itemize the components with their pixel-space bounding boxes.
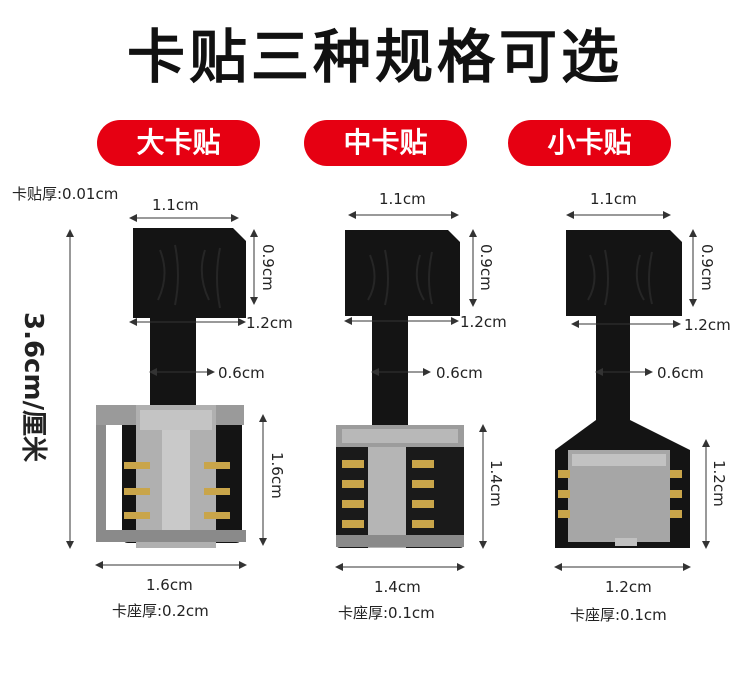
small-shoulder-width: 1.2cm [684,316,731,334]
large-card-adapter [96,228,246,548]
large-base-width: 1.6cm [146,576,193,594]
variant-label-medium: 中卡贴 [304,120,467,166]
sticker-thickness-label: 卡贴厚:0.01cm [12,185,119,203]
small-neck-width: 0.6cm [657,364,704,382]
small-top-width: 1.1cm [590,190,637,208]
large-holder-thickness: 卡座厚:0.2cm [112,602,209,620]
small-base-height: 1.2cm [710,460,728,507]
medium-top-height: 0.9cm [477,244,495,291]
medium-base-height: 1.4cm [487,460,505,507]
medium-base-width: 1.4cm [374,578,421,596]
small-top-height: 0.9cm [698,244,716,291]
medium-card-adapter [336,230,464,548]
large-top-height: 0.9cm [259,244,277,291]
variant-label-small: 小卡贴 [508,120,671,166]
large-neck-width: 0.6cm [218,364,265,382]
small-card-adapter [555,230,690,548]
small-base-width: 1.2cm [605,578,652,596]
large-base-height: 1.6cm [268,452,286,499]
large-shoulder-width: 1.2cm [246,314,293,332]
total-length-label: 3.6cm/厘米 [18,312,48,463]
page-title: 卡贴三种规格可选 [126,23,623,91]
medium-holder-thickness: 卡座厚:0.1cm [338,604,435,622]
variant-label-large: 大卡贴 [97,120,260,166]
medium-top-width: 1.1cm [379,190,426,208]
medium-shoulder-width: 1.2cm [460,313,507,331]
large-top-width: 1.1cm [152,196,199,214]
small-holder-thickness: 卡座厚:0.1cm [570,606,667,624]
medium-neck-width: 0.6cm [436,364,483,382]
